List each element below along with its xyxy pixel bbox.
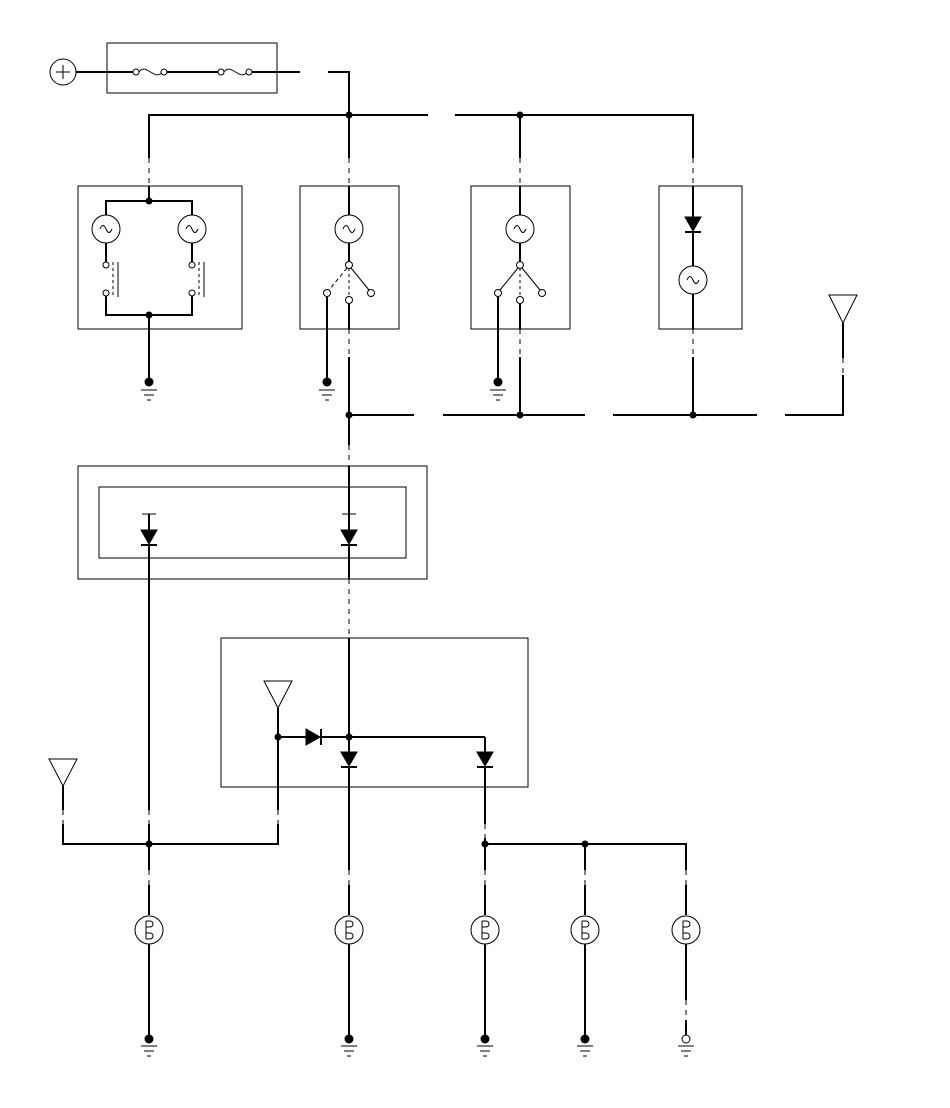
lamp-2 — [334, 885, 364, 1057]
bulb-icon — [91, 214, 121, 244]
battery-plus-symbol — [49, 58, 77, 86]
bulb-icon — [177, 214, 207, 244]
diode-control-module — [220, 637, 529, 788]
fuse-block — [76, 42, 300, 94]
ground-symbol — [319, 329, 335, 401]
lamp-1 — [134, 885, 164, 1057]
antenna-icon — [828, 294, 858, 358]
lamp-5 — [671, 885, 701, 1057]
ground-symbol — [141, 329, 157, 401]
lamp-3 — [470, 885, 500, 1057]
lamp-switch-assembly-3 — [470, 185, 571, 330]
lamp-switch-assembly-2 — [299, 185, 400, 330]
middle-bus — [345, 329, 844, 466]
antenna-icon — [48, 758, 78, 810]
lower-bus-right — [348, 787, 687, 885]
diode-lamp-assembly — [658, 185, 743, 330]
lower-bus-left — [62, 787, 279, 885]
dual-diode-module — [77, 465, 428, 580]
dual-lamp-switch-assembly — [77, 185, 243, 330]
feed-wire — [328, 71, 350, 95]
ground-symbol — [490, 329, 506, 401]
top-bus — [148, 95, 694, 186]
lamp-4 — [570, 885, 600, 1057]
